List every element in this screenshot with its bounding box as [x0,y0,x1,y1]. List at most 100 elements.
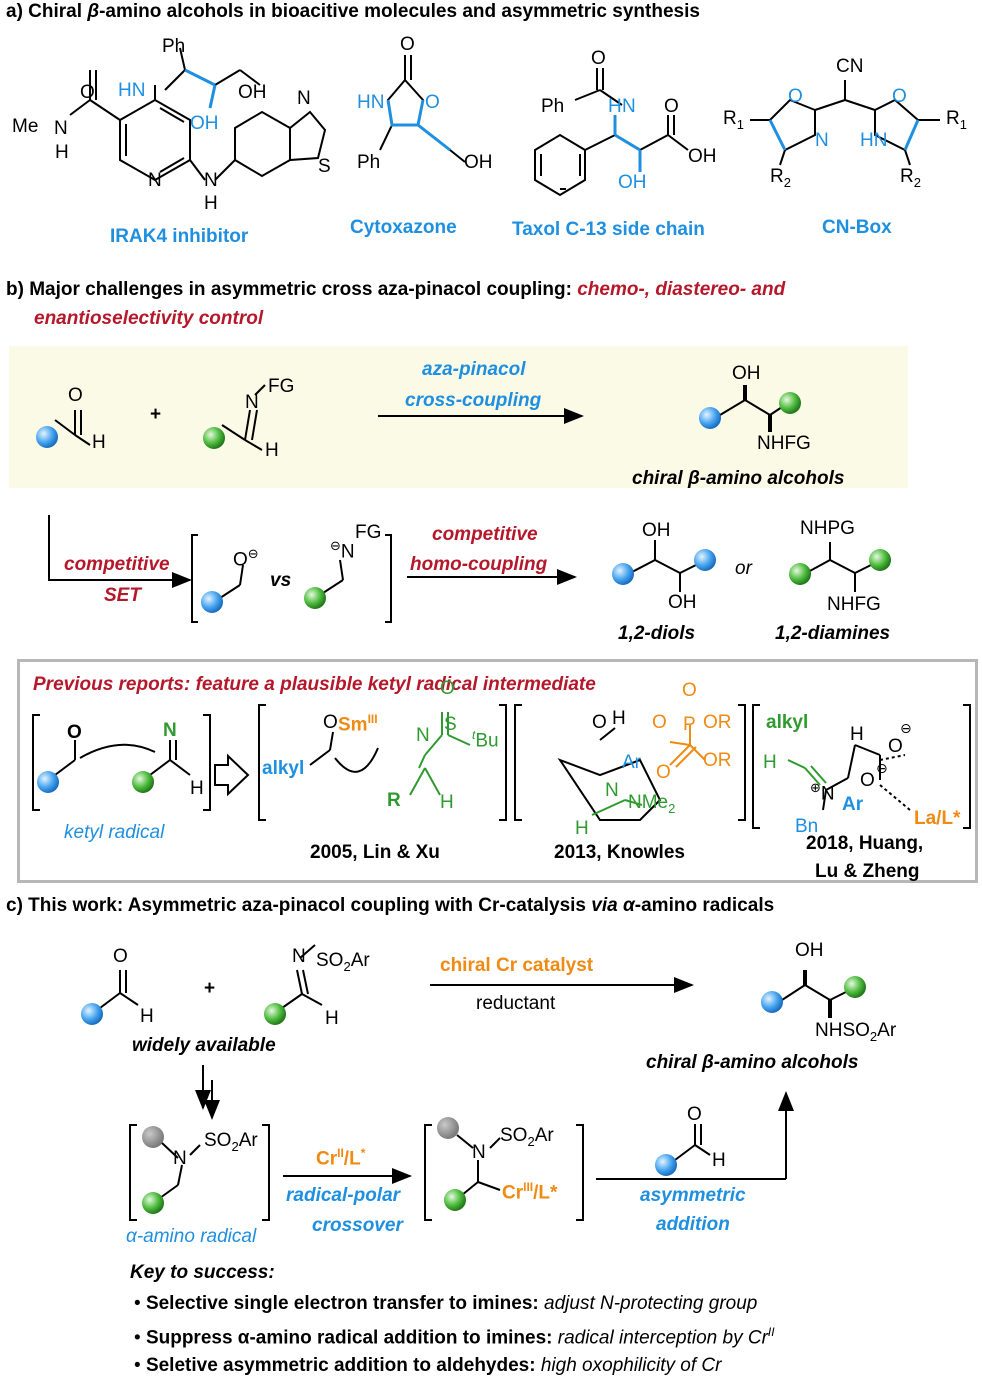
plus-sign: + [150,404,162,425]
o-label: O [664,96,679,117]
nhso2ar-label: NHSO2Ar [815,1020,897,1044]
product-label: chiral β-amino alcohols [646,1052,858,1074]
key-point: • Suppress α-amino radical addition to i… [134,1325,775,1349]
hn-label: HN [860,130,888,151]
oh-label: OH [668,592,697,613]
gray-ball-icon [437,1117,459,1139]
key-point-italic: radical interception by Cr [557,1327,768,1349]
diols-label: 1,2-diols [618,623,696,644]
r2-label: R2 [770,166,791,190]
subscript-1: 1 [959,116,967,132]
sm-text: Sm [338,714,368,736]
beta-symbol: β [87,1,100,22]
h-label: H [850,724,864,745]
cr-text: Cr [316,1148,338,1170]
catalyst-label: chiral Cr catalyst [440,955,594,976]
oh-label: OH [795,940,824,961]
h-label: H [265,440,279,461]
nme2-label: NMe2 [628,792,675,816]
n-label: N [54,118,68,139]
heading-b-red-line2: enantioselectivity control [34,308,264,329]
r-text: R [723,108,737,129]
tbu-label: tBu [472,728,499,752]
green-ball-icon [132,771,154,793]
o-label: O [860,770,875,791]
bracket-left [129,1124,137,1221]
ar-label: Ar [622,752,641,773]
h-label: H [325,1008,339,1029]
cr-intermediate [456,1134,501,1196]
green-ball-icon [779,392,801,414]
crossover-label: crossover [312,1215,403,1236]
oh-label: OH [688,146,717,167]
o-text: O [233,549,248,571]
bracket-right [385,534,392,623]
n-label: N [163,720,177,741]
homo-label: homo-coupling [410,554,548,575]
heading-c-via: via [591,895,618,916]
o-text: O [888,736,903,757]
o-anion-label: O⊖ [233,546,259,571]
h-label: H [440,792,454,813]
o-label: O [425,92,440,113]
report-caption: 2005, Lin & Xu [310,842,440,863]
bracket-right [738,704,746,821]
product-b [719,399,786,416]
aldehyde-b [54,410,91,446]
n-label: N [622,96,636,117]
o-label: O [687,1104,702,1125]
report-caption: 2018, Huang, [806,833,924,854]
h-label: H [763,752,777,773]
so2ar-label: SO2Ar [500,1125,554,1149]
subscript-2: 2 [783,174,791,190]
bracket-left [258,704,266,821]
product-c-wedges [803,970,832,1018]
bn-label: Bn [795,816,819,837]
negative-charge-icon: ⊖ [876,760,888,776]
l-text: /L* [533,1182,558,1204]
n-label: N [416,725,430,746]
heading-b-red: chemo-, diastereo- and [577,279,786,300]
molecule-name: Cytoxazone [350,217,457,238]
set-label: SET [104,585,141,606]
green-ball-icon [869,549,891,571]
r-label: R [387,790,401,811]
section-b-heading: b) Major challenges in asymmetric cross … [6,278,785,302]
h-label: H [204,193,218,214]
imine-c [281,944,323,1009]
oh-label: OH [464,152,493,173]
product-b-wedges [743,385,772,432]
cn-box-highlight [768,119,920,151]
h-label: H [55,142,69,163]
o-label: O [652,712,667,733]
bracket-left [191,534,198,623]
green-ball-icon [444,1189,466,1211]
amino-anion [322,559,344,594]
subscript-2: 2 [869,1028,878,1044]
key-point-sup: II [767,1325,775,1339]
homo-label: competitive [432,524,538,545]
or-label: OR [703,712,732,733]
product-label-prefix: chiral [646,1052,702,1073]
cross-coupling-label: aza-pinacol [422,359,526,380]
o-label: O [788,86,803,107]
heading-c-text: c) This work: Asymmetric aza-pinacol cou… [6,895,592,916]
heading-a-text: a) Chiral [6,1,88,22]
diol [631,540,701,592]
blue-ball-icon [761,991,783,1013]
hn-label: H [608,96,622,117]
blue-ball-icon [37,771,59,793]
o-label: O [80,82,95,103]
cr-superscript: II [337,1146,344,1160]
lin-xu-scheme [309,731,379,773]
blue-ball-icon [612,563,634,585]
reports-title: Previous reports: feature a plausible ke… [33,674,596,695]
n-label: N [173,1148,187,1169]
outline-arrow-icon [214,753,250,797]
section-a-heading: a) Chiral β-amino alcohols in bioacitive… [6,0,700,24]
product-label-suffix: -amino alcohols [699,468,845,489]
nme-text: NMe [628,792,669,813]
knowles-green-hydrazone [591,799,643,816]
addition-label: addition [656,1214,730,1235]
